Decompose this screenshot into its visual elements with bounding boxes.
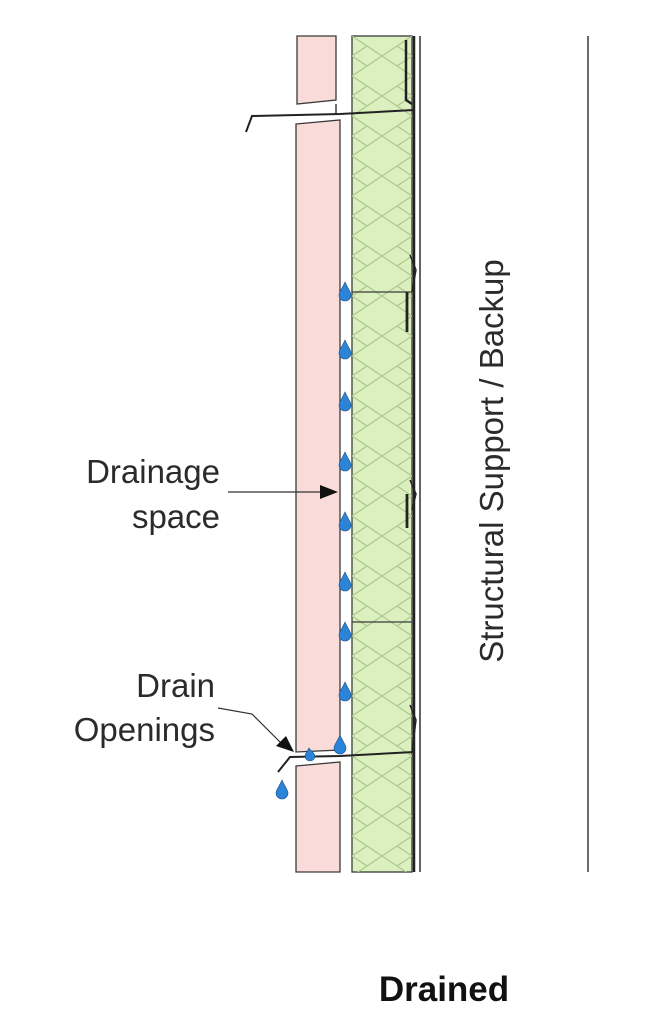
membrane-layer: [404, 36, 421, 872]
drain-openings-label-line2: Openings: [74, 711, 215, 748]
arrow-head: [276, 736, 294, 752]
veneer-upper-piece: [296, 35, 337, 105]
veneer-lower-piece: [295, 761, 341, 873]
water-drop: [333, 734, 347, 755]
water-drop: [338, 451, 352, 472]
insulation-hatch: [352, 36, 412, 872]
water-drop: [338, 391, 352, 412]
water-drop: [338, 339, 352, 360]
water-drop: [338, 511, 352, 532]
water-drop: [304, 747, 316, 762]
drainage-space-label-line1: Drainage: [86, 453, 220, 490]
diagram-caption: Drained: [379, 970, 509, 1009]
water-drop: [338, 681, 352, 702]
upper-flashing: [245, 109, 415, 133]
water-drop: [338, 281, 352, 302]
drainage-space-label-line2: space: [132, 498, 220, 535]
structural-support-label: Structural Support / Backup: [473, 259, 510, 663]
water-droplets: [275, 281, 352, 800]
rigid-insulation: [351, 35, 413, 873]
water-drop: [275, 779, 289, 800]
drain-openings-leader: [217, 707, 294, 752]
brick-veneer: [295, 35, 341, 873]
veneer-main-piece: [295, 119, 341, 753]
water-drop: [338, 571, 352, 592]
drain-openings-label-line1: Drain: [136, 667, 215, 704]
arrow-head: [320, 485, 338, 499]
drainage-space-leader: [228, 485, 338, 499]
water-drop: [338, 621, 352, 642]
